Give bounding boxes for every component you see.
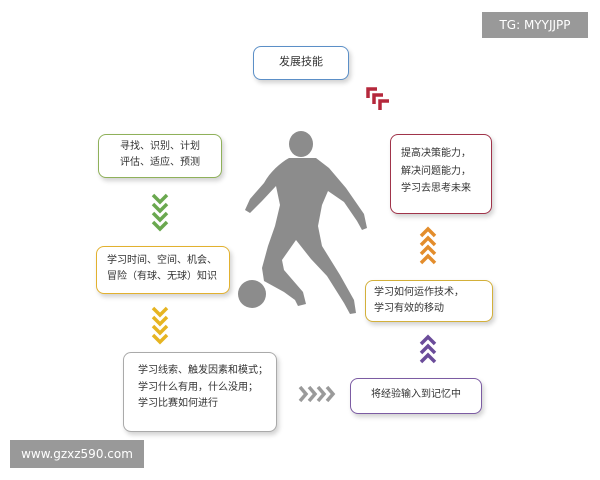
decision-making-line-2: 解决问题能力， xyxy=(401,165,471,177)
develop-skills-text: 发展技能 xyxy=(279,55,323,68)
learn-cues-line-2: 学习什么有用，什么没用； xyxy=(138,381,258,393)
find-identify-box: 寻找、识别、计划 评估、适应、预测 xyxy=(98,134,222,178)
find-identify-line-2: 评估、适应、预测 xyxy=(120,157,200,168)
grey-right-arrows xyxy=(298,385,336,403)
learn-time-space-box: 学习时间、空间、机会、 冒险（有球、无球）知识 xyxy=(96,246,230,294)
find-identify-line-1: 寻找、识别、计划 xyxy=(120,141,200,152)
learn-time-space-line-2: 冒险（有球、无球）知识 xyxy=(107,271,217,282)
learn-cues-line-1: 学习线索、触发因素和模式； xyxy=(138,365,268,376)
orange-up-arrows xyxy=(419,226,437,265)
decision-making-box: 提高决策能力， 解决问题能力， 学习去思考未来 xyxy=(390,134,492,214)
decision-making-line-3: 学习去思考未来 xyxy=(401,183,471,194)
url-watermark: www.gzxz590.com xyxy=(10,440,144,468)
soccer-player-silhouette xyxy=(238,131,367,314)
memory-input-text: 将经验输入到记忆中 xyxy=(371,389,461,400)
learn-technique-box: 学习如何运作技术， 学习有效的移动 xyxy=(365,280,493,322)
learn-technique-line-2: 学习有效的移动 xyxy=(374,303,444,314)
memory-input-box: 将经验输入到记忆中 xyxy=(350,378,482,414)
green-down-arrows xyxy=(151,193,169,232)
learn-time-space-line-1: 学习时间、空间、机会、 xyxy=(107,255,217,266)
yellow-down-arrows xyxy=(151,306,169,345)
decision-making-line-1: 提高决策能力， xyxy=(401,148,471,159)
learn-cues-box: 学习线索、触发因素和模式； 学习什么有用，什么没用； 学习比赛如何进行 xyxy=(123,352,277,432)
purple-up-arrows xyxy=(419,334,437,364)
top-corner-arrows xyxy=(366,87,389,110)
learn-cues-line-3: 学习比赛如何进行 xyxy=(138,398,218,409)
telegram-watermark: TG: MYYJJPP xyxy=(482,12,588,38)
learn-technique-line-1: 学习如何运作技术， xyxy=(374,287,464,298)
develop-skills-box: 发展技能 xyxy=(253,46,349,80)
